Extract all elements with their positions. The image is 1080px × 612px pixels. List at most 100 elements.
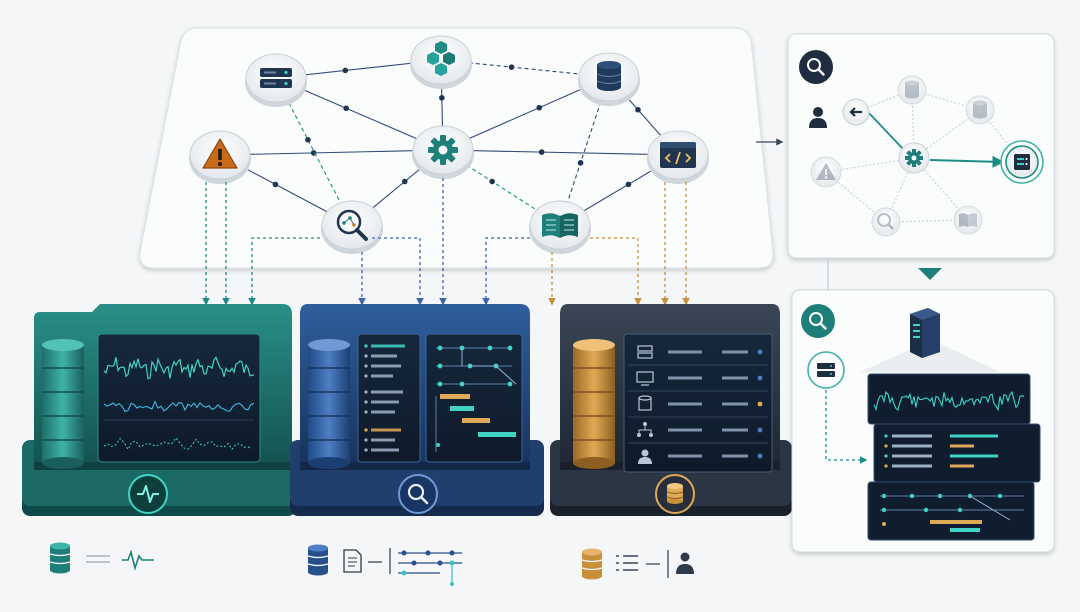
log-value [950,454,998,458]
database-stack-icon [42,339,84,469]
server-target-icon [1014,154,1030,170]
log-bullet [364,410,368,414]
network-node-database[interactable] [578,52,640,106]
log-value [950,444,974,448]
log-line [892,464,932,468]
side-node-gear[interactable] [898,142,930,174]
side-node-arrow[interactable] [842,98,870,126]
legend-monitoring [49,542,154,574]
database-stack-icon [573,339,615,469]
server-icon [637,345,653,359]
log-bullet [364,438,368,442]
side-node-database-2[interactable] [965,95,995,125]
database-icon [905,80,919,99]
network-node-gear[interactable] [412,125,474,179]
catalog-row[interactable] [638,395,763,411]
projection-cone [860,340,1000,372]
timeline-chart [435,345,517,452]
network-node-analytics[interactable] [321,200,383,254]
side-node-book[interactable] [953,205,983,235]
side-node-target[interactable] [1000,140,1044,184]
module-badge-database[interactable] [655,474,695,514]
search-icon [407,483,429,505]
log-bullet [364,400,368,404]
log-line [371,410,395,414]
user-icon [676,552,694,574]
waveform-secondary [103,400,255,412]
module-monitoring[interactable] [22,304,296,516]
log-line [371,448,399,452]
module-catalog[interactable] [550,304,792,516]
network-node-code[interactable] [647,130,709,184]
open-book-icon [959,213,977,227]
edge-joint [342,67,349,74]
legend-search [307,544,462,586]
catalog-rows [628,345,768,465]
catalog-row[interactable] [638,449,763,465]
edge-gear-code [442,149,679,156]
log-line [371,428,401,432]
log-bullet [884,464,888,468]
log-line [371,374,393,378]
side-panel-top [787,33,1055,259]
row-value [722,454,748,458]
log-value [950,434,998,438]
edge-joint [538,149,545,155]
network-node-server[interactable] [245,53,307,107]
edge-joint [439,95,445,101]
edge-joint [635,106,641,113]
side-node-alert[interactable] [810,156,842,188]
pulse-icon [137,485,159,503]
catalog-row[interactable] [637,345,763,359]
module-badge-search[interactable] [398,474,438,514]
log-bullet [364,364,368,368]
module-search[interactable] [290,304,544,516]
log-bullet [364,344,368,348]
alert-icon [816,163,836,180]
row-text [668,428,702,432]
catalog-row[interactable] [636,371,763,386]
vertical-connectors [202,178,690,306]
row-status-dot [757,401,763,407]
log-value [950,464,974,468]
side-search-button-2[interactable] [801,304,835,338]
side-node-server[interactable] [807,351,845,389]
edge-joint [489,178,495,185]
cubes-icon [427,41,455,76]
user-icon [638,449,652,464]
log-line [371,390,403,394]
row-status-dot [757,375,763,381]
side-search-button[interactable] [799,50,833,84]
database-stack-icon [308,339,350,469]
side-node-analytics[interactable] [871,207,901,237]
edge-joint [508,64,515,70]
log-line [371,438,395,442]
edge-joint [577,160,584,166]
catalog-row[interactable] [637,422,763,437]
row-value [722,428,748,432]
row-text [668,350,702,354]
database-icon [638,395,652,411]
log-line [892,454,932,458]
list-icon [616,555,638,571]
log-bullet [364,354,368,358]
monitor-icon [636,371,654,386]
side-node-database-1[interactable] [897,75,927,105]
edge-joint [536,104,543,111]
highlight-path [929,155,1005,168]
waveform-primary [103,356,255,380]
network-node-book[interactable] [529,200,591,254]
document-icon [343,549,362,573]
timeline-icon [398,550,462,586]
log-bullet [364,374,368,378]
open-book-icon [542,213,578,238]
network-node-cubes[interactable] [410,35,472,89]
network-node-alert[interactable] [189,130,251,184]
log-bullet [884,454,888,458]
magnifier-analytics-icon [877,213,894,230]
row-value [722,376,748,380]
module-badge-pulse[interactable] [128,474,168,514]
log-line [371,354,397,358]
row-status-dot [757,427,763,433]
database-icon [596,61,622,91]
